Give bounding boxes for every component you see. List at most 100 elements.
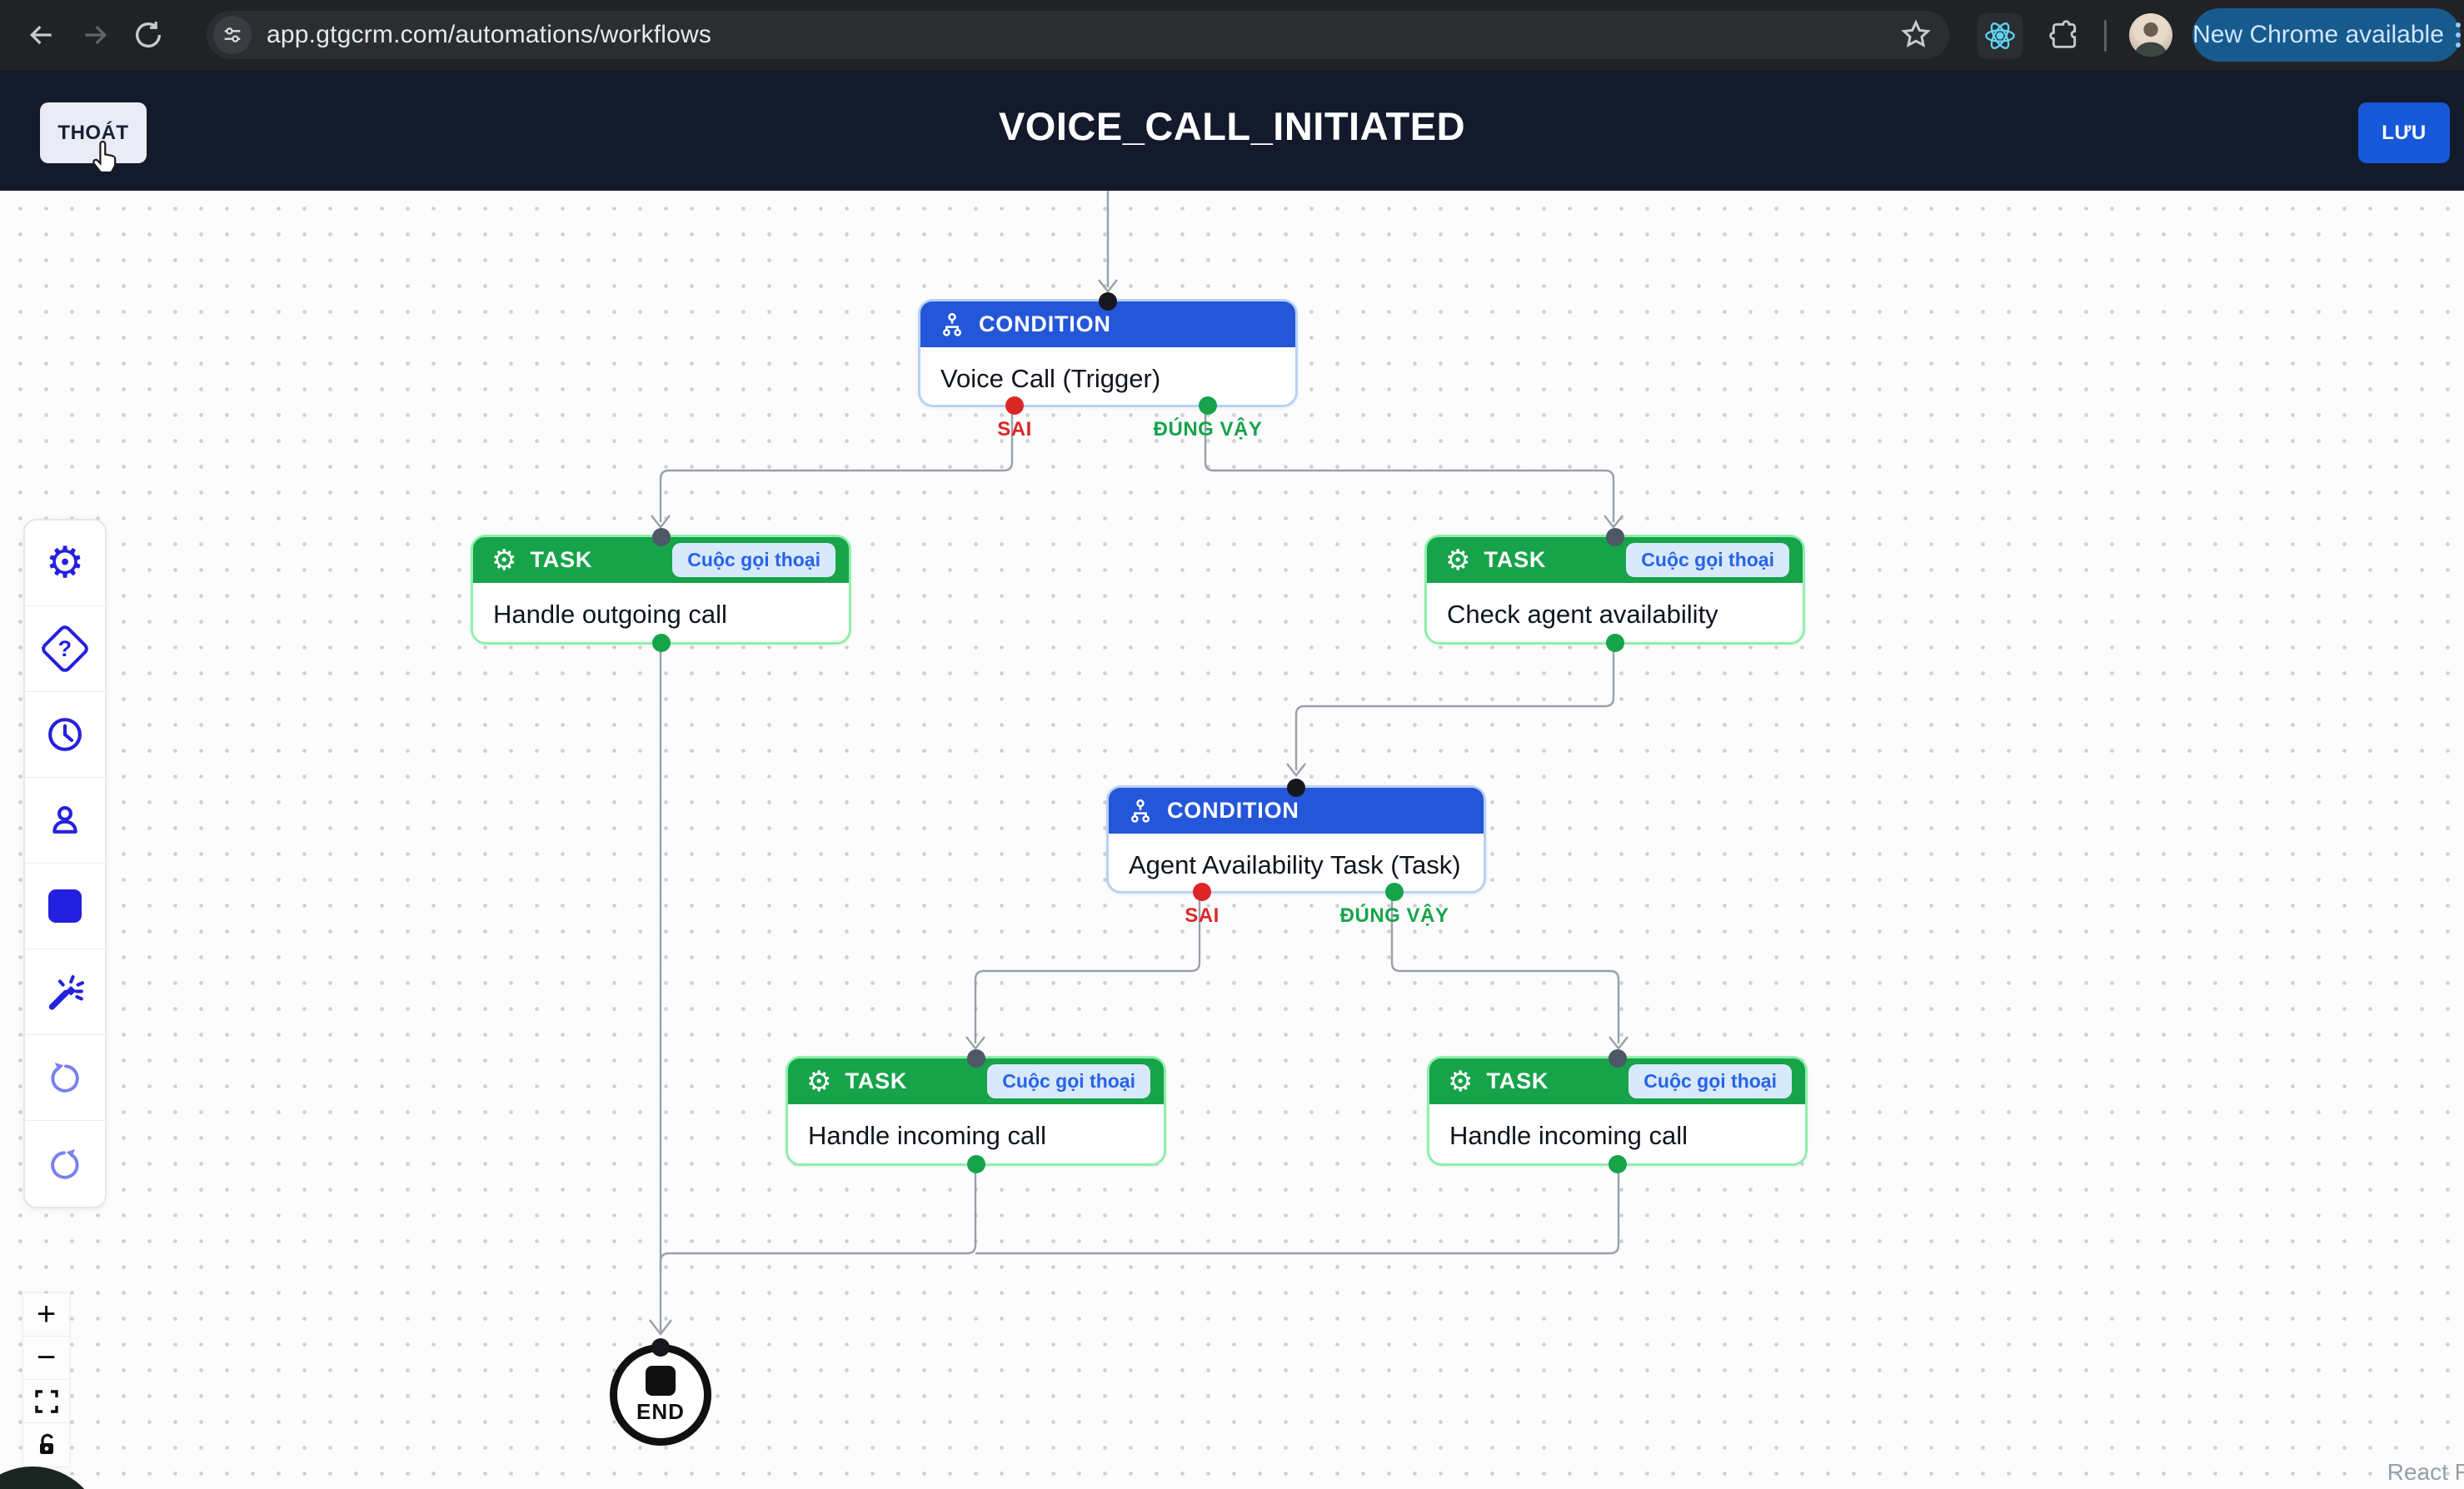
node-task-check-agent-availability[interactable]: ⚙ TASK Cuộc gọi thoại Check agent availa… <box>1424 528 1805 652</box>
true-output-handle[interactable] <box>1385 883 1404 901</box>
sitemap-icon <box>942 312 961 336</box>
gear-icon: ⚙ <box>1448 1065 1474 1098</box>
edge-arrowhead <box>1604 515 1624 529</box>
back-icon[interactable] <box>15 8 68 62</box>
node-end[interactable]: END <box>610 1338 711 1446</box>
edge-condition2-true <box>1390 896 1620 1043</box>
edge-incoming-right-merge <box>975 1170 1620 1255</box>
node-type-label: TASK <box>530 547 593 572</box>
blue-square-icon <box>48 889 82 923</box>
zoom-out-button[interactable]: − <box>23 1337 69 1380</box>
url-text[interactable]: app.gtgcrm.com/automations/workflows <box>267 21 712 48</box>
input-handle[interactable] <box>651 528 671 546</box>
node-task-handle-incoming-call-left[interactable]: ⚙ TASK Cuộc gọi thoại Handle incoming ca… <box>786 1049 1166 1173</box>
node-condition-agent-availability[interactable]: CONDITION Agent Availability Task (Task)… <box>1106 779 1486 927</box>
channel-badge: Cuộc gọi thoại <box>1629 1064 1792 1098</box>
stop-square-icon <box>646 1365 676 1396</box>
output-handle[interactable] <box>966 1155 985 1173</box>
gear-icon: ⚙ <box>1445 544 1471 576</box>
output-handle[interactable] <box>1605 634 1624 652</box>
node-body-text: Check agent availability <box>1447 600 1718 629</box>
settings-gear-button[interactable]: ⚙ <box>25 520 105 606</box>
false-branch-label: SAI <box>997 418 1032 441</box>
false-branch-label: SAI <box>1185 904 1220 927</box>
contact-person-button[interactable] <box>25 778 105 864</box>
node-body-text: Handle incoming call <box>1449 1121 1688 1150</box>
save-button[interactable]: LƯU <box>2358 102 2450 163</box>
bookmark-star-icon[interactable] <box>1894 13 1938 57</box>
edge-arrowhead <box>651 515 671 529</box>
task-node-header: ⚙ TASK Cuộc gọi thoại <box>788 1058 1164 1104</box>
output-handle[interactable] <box>651 634 671 652</box>
task-node-header: ⚙ TASK Cuộc gọi thoại <box>1429 1058 1805 1104</box>
input-handle[interactable] <box>966 1049 985 1068</box>
workflow-title: VOICE_CALL_INITIATED <box>998 104 1466 148</box>
schedule-clock-button[interactable] <box>25 692 105 778</box>
end-label: END <box>636 1398 685 1424</box>
edge-arrowhead <box>965 1036 985 1050</box>
reload-icon[interactable] <box>122 8 175 62</box>
node-body-text: Voice Call (Trigger) <box>940 364 1161 393</box>
input-handle[interactable] <box>1287 779 1305 797</box>
shape-square-button[interactable] <box>25 864 105 949</box>
exit-button[interactable]: THOÁT <box>40 102 147 163</box>
edge-incoming-left-merge <box>659 1170 977 1273</box>
person-icon <box>52 805 77 834</box>
edge-condition2-false <box>974 896 1201 1043</box>
address-bar[interactable]: app.gtgcrm.com/automations/workflows <box>207 11 1949 59</box>
channel-badge: Cuộc gọi thoại <box>1626 543 1789 577</box>
channel-badge: Cuộc gọi thoại <box>987 1064 1150 1098</box>
fit-view-button[interactable] <box>23 1380 69 1423</box>
edge-arrowhead <box>1286 763 1306 777</box>
magic-wand-button[interactable] <box>25 949 105 1035</box>
redo-button[interactable] <box>25 1121 105 1207</box>
zoom-in-button[interactable]: + <box>23 1293 69 1337</box>
sitemap-icon <box>1130 799 1150 823</box>
chrome-update-label: New Chrome available <box>2192 21 2444 48</box>
gear-icon: ⚙ <box>491 544 517 576</box>
node-body-text: Handle outgoing call <box>493 600 727 629</box>
unlock-icon <box>39 1433 53 1454</box>
fit-view-icon <box>34 1389 58 1413</box>
output-handle[interactable] <box>1608 1155 1627 1173</box>
node-type-label: TASK <box>1484 547 1547 572</box>
reactflow-attribution[interactable]: React Fl <box>2387 1459 2464 1485</box>
clock-icon <box>48 718 82 751</box>
true-branch-label: ĐÚNG VẬY <box>1339 904 1449 927</box>
input-handle[interactable] <box>1605 528 1624 546</box>
gear-icon: ⚙ <box>45 539 85 587</box>
browser-toolbar: app.gtgcrm.com/automations/workflows New… <box>0 0 2464 70</box>
browser-menu-kebab-icon[interactable] <box>2455 22 2461 47</box>
workflow-canvas[interactable]: CONDITION Voice Call (Trigger) SAI ĐÚNG … <box>0 191 2464 1489</box>
edge-arrowhead <box>649 1319 672 1336</box>
condition-diamond-button[interactable]: ? <box>25 606 105 692</box>
forward-icon[interactable] <box>68 8 122 62</box>
undo-button[interactable] <box>25 1035 105 1121</box>
input-handle[interactable] <box>1099 292 1117 311</box>
input-handle[interactable] <box>1608 1049 1627 1068</box>
node-condition-voice-call[interactable]: CONDITION Voice Call (Trigger) SAI ĐÚNG … <box>918 292 1298 441</box>
edge-task-check-to-condition2 <box>1294 645 1615 770</box>
true-output-handle[interactable] <box>1199 396 1217 415</box>
false-output-handle[interactable] <box>1193 883 1211 901</box>
node-task-handle-incoming-call-right[interactable]: ⚙ TASK Cuộc gọi thoại Handle incoming ca… <box>1427 1049 1808 1173</box>
diamond-question-icon: ? <box>38 622 92 675</box>
node-task-handle-outgoing-call[interactable]: ⚙ TASK Cuộc gọi thoại Handle outgoing ca… <box>471 528 851 652</box>
site-settings-icon[interactable] <box>213 16 252 54</box>
node-type-label: TASK <box>1486 1068 1549 1093</box>
lock-button[interactable] <box>23 1423 69 1467</box>
edge-condition1-false <box>659 409 1014 522</box>
profile-avatar[interactable] <box>2129 13 2172 57</box>
true-branch-label: ĐÚNG VẬY <box>1153 418 1263 441</box>
false-output-handle[interactable] <box>1005 396 1024 415</box>
extensions-puzzle-icon[interactable] <box>2043 13 2086 57</box>
input-handle[interactable] <box>651 1338 670 1357</box>
node-body-text: Handle incoming call <box>808 1121 1047 1150</box>
workflow-edges <box>649 191 1629 1336</box>
react-devtools-extension-icon[interactable] <box>1978 13 2023 58</box>
node-palette-toolbar: ⚙ ? <box>23 519 107 1208</box>
node-type-label: CONDITION <box>979 311 1111 336</box>
toolbar-divider <box>2104 20 2107 52</box>
chrome-update-button[interactable]: New Chrome available <box>2192 8 2461 62</box>
